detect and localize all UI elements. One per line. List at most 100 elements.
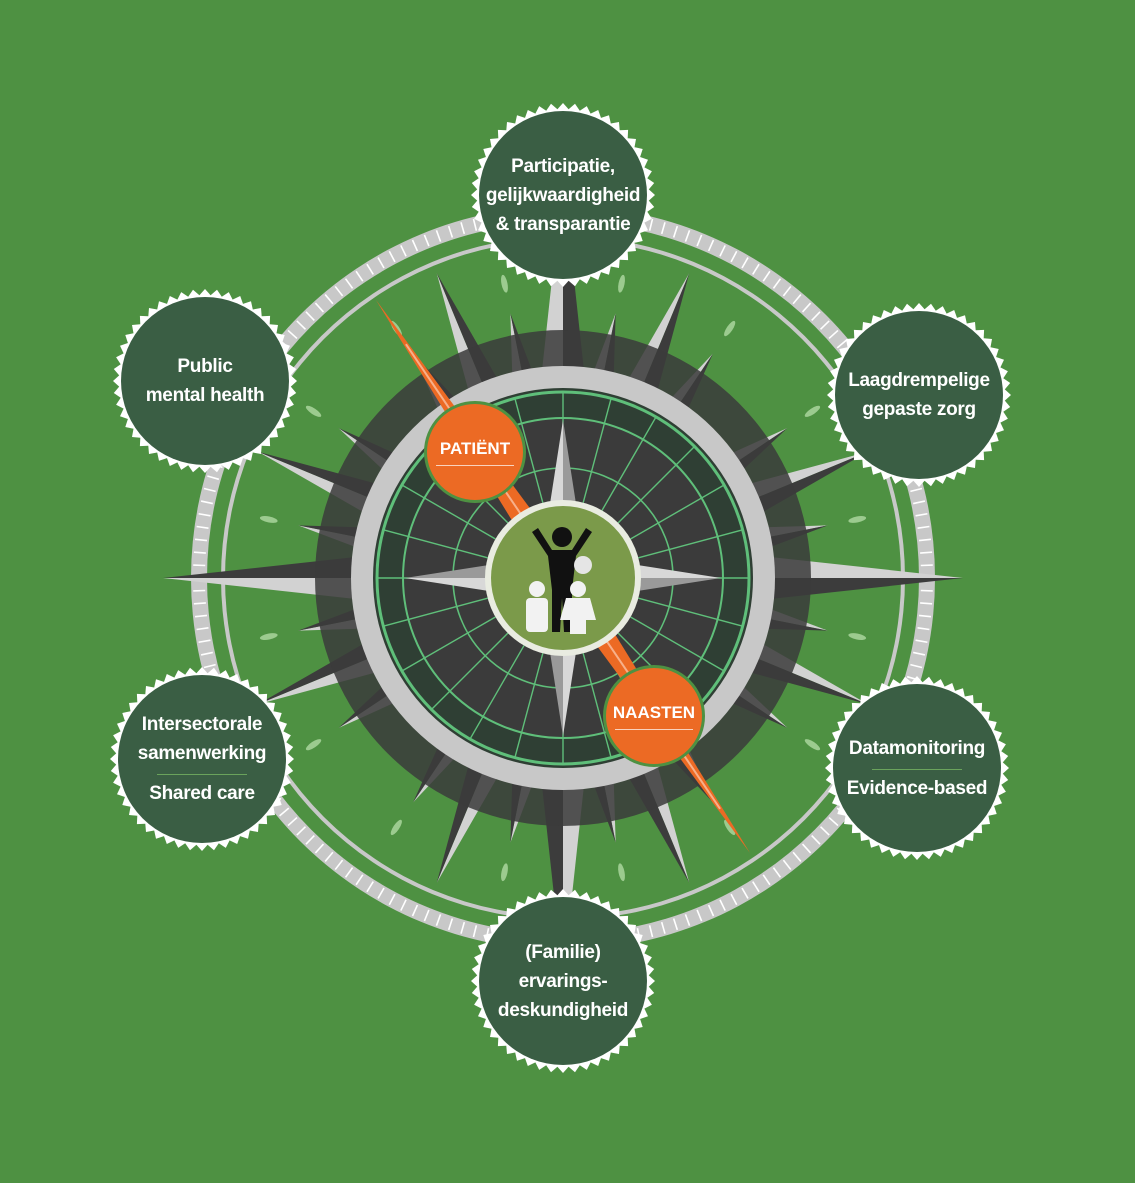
ring-tick — [207, 475, 220, 481]
leaf-mark — [848, 633, 867, 640]
ring-tick — [196, 627, 209, 631]
ring-tick — [801, 302, 812, 313]
ring-tick — [918, 538, 932, 542]
ring-tick — [334, 285, 344, 297]
radial-line — [630, 484, 725, 540]
ring-tick — [920, 551, 933, 554]
ring-tick — [355, 270, 364, 282]
ring-tick — [423, 234, 430, 247]
ring-tick — [193, 551, 206, 554]
ring-tick — [672, 918, 679, 931]
ring-tick — [910, 487, 923, 493]
ring-tick — [917, 525, 930, 529]
leaf-mark — [259, 516, 278, 523]
family-adult-right-head — [574, 556, 592, 574]
ring-tick — [696, 234, 703, 247]
ring-tick — [200, 651, 213, 656]
ring-tick — [828, 816, 839, 827]
ring-tick — [411, 239, 419, 252]
ring-tick — [819, 826, 830, 836]
ring-tick — [366, 263, 374, 275]
ring-tick — [772, 867, 782, 878]
radial-line — [638, 597, 743, 627]
ring-tick — [324, 294, 334, 305]
naasten-tag: NAASTEN — [603, 665, 705, 767]
node-intersectorale-line-2: samenwerking — [137, 743, 267, 764]
ring-tick — [296, 320, 307, 330]
ring-tick — [762, 270, 771, 282]
leaf-mark — [724, 320, 736, 337]
node-participatie: Participatie, gelijkwaardigheid & transp… — [470, 102, 656, 288]
ring-tick — [917, 627, 930, 631]
ring-tick — [772, 278, 782, 289]
leaf-mark — [618, 863, 625, 882]
ring-tick — [287, 329, 298, 340]
ring-tick — [741, 257, 749, 269]
node-badge-ring — [825, 676, 1009, 860]
leaf-mark — [804, 739, 821, 751]
node-intersectorale-divider — [157, 774, 247, 775]
radial-line — [601, 416, 657, 511]
ring-tick — [660, 921, 666, 934]
family-child-left-body — [526, 598, 548, 632]
node-laagdrempelige-line-2: gepaste zorg — [862, 399, 976, 420]
node-participatie-line-1: Participatie, — [511, 155, 615, 177]
ring-tick — [836, 339, 847, 349]
leaf-mark — [390, 819, 402, 836]
radial-line — [401, 616, 496, 672]
leaf-mark — [305, 739, 322, 751]
ring-tick — [811, 834, 821, 845]
ring-tick — [435, 230, 442, 242]
node-badge-ring — [471, 103, 655, 287]
ring-tick — [200, 500, 213, 505]
radial-line — [401, 484, 496, 540]
radial-line — [582, 398, 612, 503]
radial-line — [630, 616, 725, 672]
node-participatie-line-3: & transparantie — [495, 213, 631, 235]
ring-tick — [910, 663, 923, 669]
ring-tick — [314, 302, 325, 313]
leaf-mark — [501, 274, 508, 293]
ring-tick — [719, 899, 726, 911]
ring-tick — [782, 285, 792, 297]
ring-tick — [305, 311, 315, 322]
node-datamonitoring-divider — [872, 768, 962, 770]
ring-tick — [684, 914, 691, 926]
leaf-mark — [618, 274, 625, 293]
patient-label: PATIËNT — [439, 438, 511, 458]
node-familie-line-1: (Familie) — [525, 941, 601, 963]
ring-tick — [344, 278, 354, 289]
ring-tick — [324, 851, 334, 862]
ring-tick — [730, 893, 738, 906]
patient-tag: PATIËNT — [424, 401, 526, 503]
ring-tick — [684, 230, 691, 242]
radial-line — [430, 632, 509, 711]
ring-tick — [762, 874, 771, 886]
leaf-mark — [501, 863, 508, 882]
ring-tick — [194, 614, 208, 618]
ring-tick — [472, 218, 478, 231]
radial-line — [582, 653, 612, 758]
radial-line — [514, 653, 544, 758]
ring-tick — [752, 263, 760, 275]
ring-tick — [377, 257, 385, 269]
ring-tick — [648, 925, 654, 938]
family-child-right-body — [560, 598, 596, 634]
node-intersectorale-sub: Shared care — [149, 783, 255, 804]
ring-tick — [913, 651, 926, 656]
ring-tick — [296, 826, 307, 836]
ring-tick — [672, 225, 679, 238]
ring-tick — [377, 887, 385, 899]
ring-tick — [193, 602, 206, 605]
ring-tick — [472, 925, 478, 938]
ring-tick — [782, 859, 792, 871]
family-adult-head — [552, 527, 572, 547]
ring-tick — [811, 311, 821, 322]
ring-tick — [752, 881, 760, 893]
ring-tick — [460, 222, 466, 235]
ring-tick — [334, 859, 344, 871]
node-datamonitoring: Datamonitoring Evidence-based — [824, 675, 1010, 861]
ring-tick — [730, 250, 738, 263]
ring-tick — [915, 639, 928, 644]
